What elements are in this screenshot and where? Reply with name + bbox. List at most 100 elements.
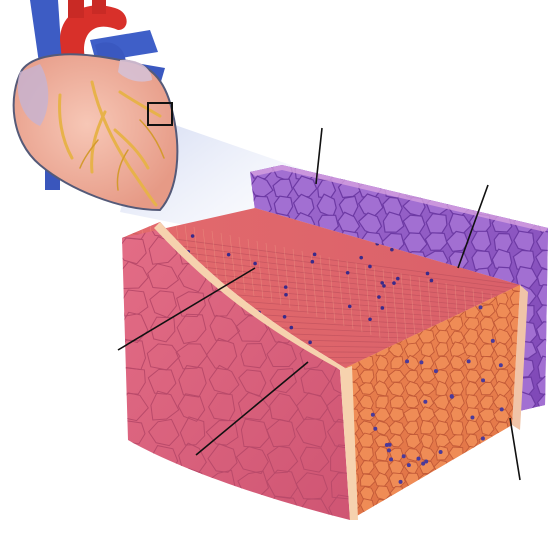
- nucleus: [439, 450, 443, 454]
- nucleus: [380, 281, 384, 285]
- nucleus: [407, 463, 411, 467]
- fiber-cross-cell: [480, 356, 494, 371]
- fiber-cross-cell: [376, 499, 390, 513]
- endocardial-cell: [494, 195, 513, 218]
- fiber-cross-cell: [451, 487, 465, 500]
- nucleus: [284, 285, 288, 289]
- nucleus: [191, 234, 195, 238]
- endocardial-cell: [536, 179, 552, 197]
- fiber-cross-cell: [494, 485, 509, 499]
- fiber-cross-cell: [449, 461, 464, 474]
- tissue-cell-outline: [178, 498, 205, 525]
- endocardial-cell: [340, 161, 358, 179]
- fiber-cross-cell: [495, 435, 510, 448]
- nucleus: [359, 256, 363, 260]
- nucleus: [377, 295, 381, 299]
- fiber-cross-cell: [420, 500, 434, 513]
- heart-illustration: [14, 0, 178, 210]
- fiber-cross-cell: [421, 486, 435, 500]
- nucleus: [368, 265, 372, 269]
- endocardial-cell: [447, 159, 470, 179]
- tissue-cell-outline: [119, 472, 147, 501]
- nucleus: [499, 363, 503, 367]
- nucleus: [308, 341, 312, 345]
- fiber-cross-cell: [495, 422, 508, 436]
- fiber-cross-cell: [360, 513, 373, 526]
- nucleus: [396, 277, 400, 281]
- endocardial-cell: [470, 161, 493, 181]
- fiber-cross-cell: [435, 473, 450, 487]
- fiber-cross-cell: [449, 474, 464, 487]
- nucleus: [434, 369, 438, 373]
- nucleus: [390, 248, 394, 252]
- fiber-cross-cell: [494, 500, 509, 512]
- nucleus: [481, 436, 485, 440]
- nucleus: [373, 427, 377, 431]
- nucleus: [470, 416, 474, 420]
- nucleus: [348, 305, 352, 309]
- endocardial-cell: [406, 160, 426, 179]
- fiber-cross-cell: [466, 486, 478, 500]
- fiber-cross-cell: [464, 500, 479, 514]
- endocardial-cell: [426, 176, 447, 198]
- fiber-cross-cell: [465, 461, 479, 473]
- nucleus: [371, 413, 375, 417]
- fiber-cross-cell: [495, 447, 509, 462]
- fiber-cross-cell: [480, 499, 494, 512]
- nucleus: [491, 339, 495, 343]
- aortic-branch-1: [68, 0, 84, 18]
- nucleus: [476, 448, 480, 452]
- fiber-cross-cell: [510, 486, 526, 501]
- nucleus: [368, 318, 372, 322]
- nucleus: [382, 284, 386, 288]
- fiber-cross-cell: [509, 500, 525, 512]
- nucleus: [311, 260, 315, 264]
- fiber-cross-cell: [481, 486, 493, 500]
- nucleus: [481, 378, 485, 382]
- endocardial-cell: [447, 177, 470, 200]
- nucleus: [419, 360, 423, 364]
- nucleus: [346, 271, 350, 275]
- nucleus: [467, 359, 471, 363]
- fiber-cross-cell: [510, 512, 525, 526]
- endocardial-cell: [360, 160, 382, 179]
- nucleus: [426, 272, 430, 276]
- nucleus: [387, 448, 391, 452]
- nucleus: [500, 407, 504, 411]
- tissue-cell-outline: [149, 471, 178, 501]
- nucleus: [424, 459, 428, 463]
- nucleus: [430, 279, 434, 283]
- fiber-cross-cell: [434, 499, 450, 512]
- nucleus: [405, 359, 409, 363]
- fiber-cross-cell: [479, 512, 495, 526]
- nucleus: [478, 305, 482, 309]
- nucleus: [253, 262, 257, 266]
- nucleus: [381, 306, 385, 310]
- nucleus: [392, 281, 396, 285]
- fiber-cross-cell: [480, 447, 494, 462]
- tissue-cell-outline: [236, 498, 268, 523]
- nucleus: [227, 253, 231, 257]
- nucleus: [290, 326, 294, 330]
- fiber-cross-cell: [451, 513, 466, 526]
- endocardial-cell: [491, 160, 515, 181]
- fiber-cross-cell: [404, 486, 418, 499]
- endocardial-cell: [514, 196, 537, 215]
- fiber-cross-cell: [510, 473, 523, 486]
- nucleus: [423, 400, 427, 404]
- fiber-cross-cell: [480, 475, 495, 487]
- nucleus: [313, 253, 317, 257]
- nucleus: [385, 443, 389, 447]
- fiber-cross-cell: [434, 485, 450, 500]
- nucleus: [417, 457, 421, 461]
- fiber-cross-cell: [480, 459, 495, 473]
- fiber-cross-cell: [419, 512, 434, 526]
- fiber-cross-cell: [449, 498, 463, 512]
- nucleus: [284, 293, 288, 297]
- endocardial-cell: [537, 161, 552, 180]
- tissue-cell-outline: [117, 446, 147, 471]
- endocardial-cell: [536, 196, 552, 215]
- fiber-cross-cell: [375, 512, 389, 527]
